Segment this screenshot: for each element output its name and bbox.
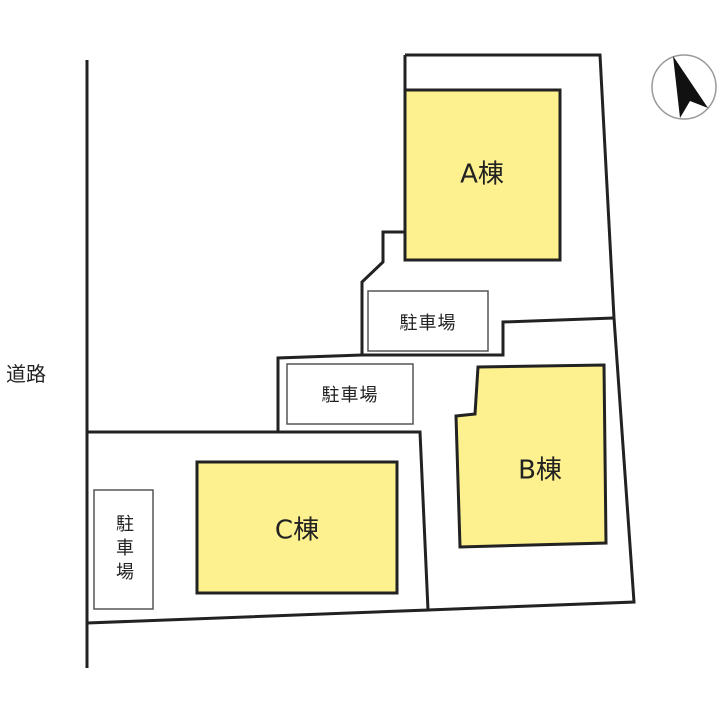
parking-space-1[interactable] (367, 290, 489, 352)
parking-space-2[interactable] (286, 363, 414, 425)
building-c-label: C棟 (274, 515, 320, 546)
lot-b-outline (427, 317, 636, 612)
building-a-label: A棟 (460, 159, 504, 190)
building-c[interactable] (195, 460, 399, 595)
lot-a-outline (405, 53, 616, 319)
building-b-label: B棟 (518, 455, 562, 486)
north-arrow-icon (651, 54, 717, 120)
building-a[interactable] (403, 88, 562, 262)
lot-a-boundary (360, 55, 615, 357)
road-label: 道路 (6, 362, 46, 386)
parking-1-label: 駐車場 (399, 313, 457, 334)
building-b[interactable] (454, 363, 608, 549)
parking-2-label: 駐車場 (321, 385, 379, 406)
lot-c-outline (86, 430, 430, 625)
lot-parking-outline (276, 353, 363, 432)
parking-3-label: 駐車場 (113, 514, 134, 586)
parking-space-3[interactable] (93, 489, 154, 610)
